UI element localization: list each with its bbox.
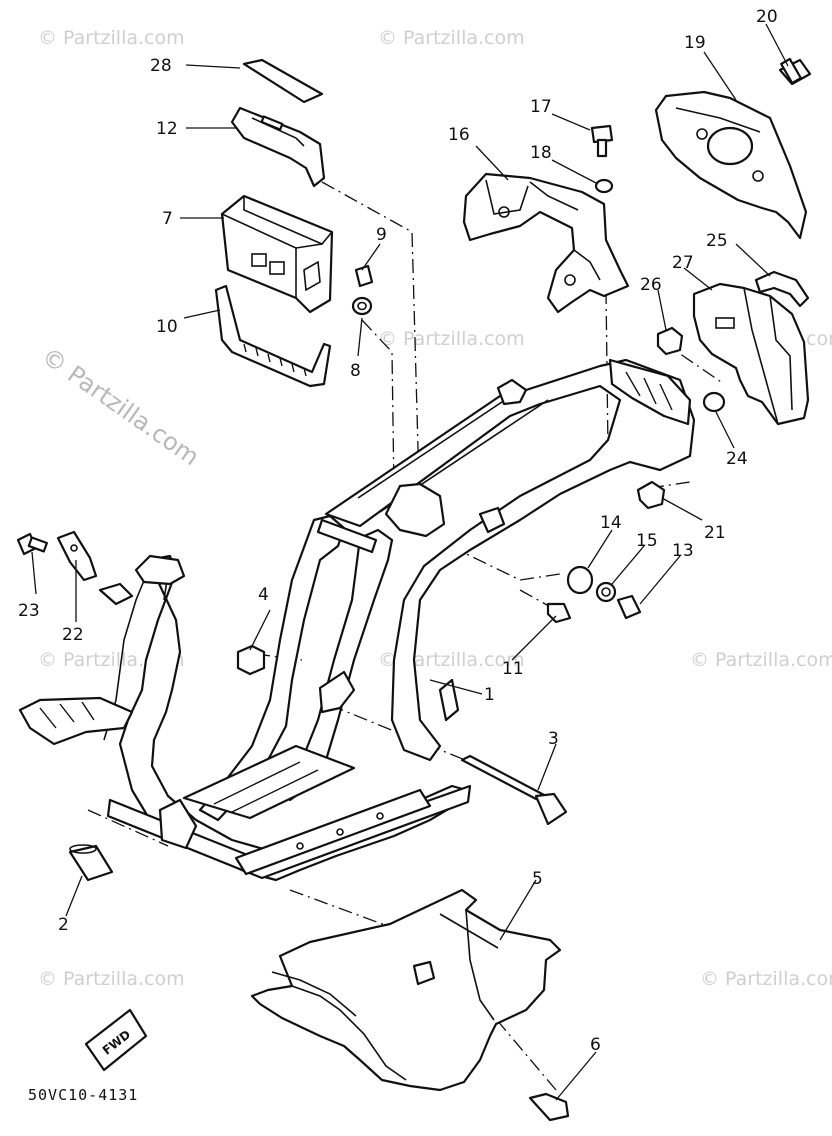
part-15-washer [595, 581, 617, 603]
callout-25: 25 [706, 231, 728, 251]
part-23-bolt [16, 532, 48, 556]
watermark: © Partzilla.com [378, 27, 525, 49]
part-6-bolt [528, 1092, 570, 1122]
callout-9: 9 [376, 225, 387, 245]
part-5-under-cover [250, 888, 562, 1092]
part-1-main-frame [18, 358, 696, 882]
part-26-nut [656, 326, 684, 356]
callout-28: 28 [150, 56, 172, 76]
callout-6: 6 [590, 1035, 601, 1055]
callout-3: 3 [548, 729, 559, 749]
callout-18: 18 [530, 143, 552, 163]
part-12-bracket [230, 106, 326, 188]
part-21-nut [636, 480, 666, 510]
callout-22: 22 [62, 625, 84, 645]
callout-12: 12 [156, 119, 178, 139]
part-19-stay [654, 90, 808, 240]
part-4-nut [236, 644, 266, 676]
part-14-bushing [566, 565, 594, 595]
callout-26: 26 [640, 275, 662, 295]
callout-2: 2 [58, 915, 69, 935]
callout-15: 15 [636, 531, 658, 551]
callout-11: 11 [502, 659, 524, 679]
callout-19: 19 [684, 33, 706, 53]
leader-lines [31, 23, 789, 1101]
part-27-side-cover [692, 282, 810, 426]
part-25-bracket [754, 270, 810, 308]
part-18-washer [594, 178, 614, 194]
watermark: © Partzilla.com [700, 968, 832, 990]
callout-4: 4 [258, 585, 269, 605]
watermark: © Partzilla.com [38, 27, 185, 49]
part-2-collar [68, 844, 114, 882]
callout-7: 7 [162, 209, 173, 229]
callout-20: 20 [756, 7, 778, 27]
watermark: © Partzilla.com [38, 968, 185, 990]
watermark: © Partzilla.com [690, 649, 832, 671]
part-13-bolt [616, 594, 642, 620]
part-20-bolt [778, 57, 812, 86]
callout-10: 10 [156, 317, 178, 337]
callouts: 28 12 7 10 9 8 16 17 18 19 20 27 25 26 2… [18, 7, 778, 1055]
watermark: © Partzilla.com [378, 328, 525, 350]
part-17-bolt [590, 124, 614, 158]
part-3-bolt [460, 754, 568, 826]
callout-16: 16 [448, 125, 470, 145]
part-8-collar [351, 296, 373, 316]
callout-21: 21 [704, 523, 726, 543]
callout-23: 23 [18, 601, 40, 621]
callout-27: 27 [672, 253, 694, 273]
callout-17: 17 [530, 97, 552, 117]
callout-8: 8 [350, 361, 361, 381]
part-24-grommet [702, 391, 726, 413]
part-16-rear-bracket [462, 172, 630, 314]
watermark: © Partzilla.com [37, 342, 205, 471]
part-9-clip [354, 264, 374, 288]
diagram-code: 50VC10-4131 [28, 1086, 138, 1104]
part-11-bolt [546, 602, 572, 624]
callout-1: 1 [484, 685, 495, 705]
part-7-battery-box [220, 194, 334, 314]
fwd-arrow: FWD [84, 1008, 148, 1072]
callout-24: 24 [726, 449, 748, 469]
callout-5: 5 [532, 869, 543, 889]
part-22-bracket [56, 530, 98, 582]
callout-13: 13 [672, 541, 694, 561]
part-28-seal [242, 58, 324, 104]
callout-14: 14 [600, 513, 622, 533]
part-10-battery-band [214, 284, 332, 388]
